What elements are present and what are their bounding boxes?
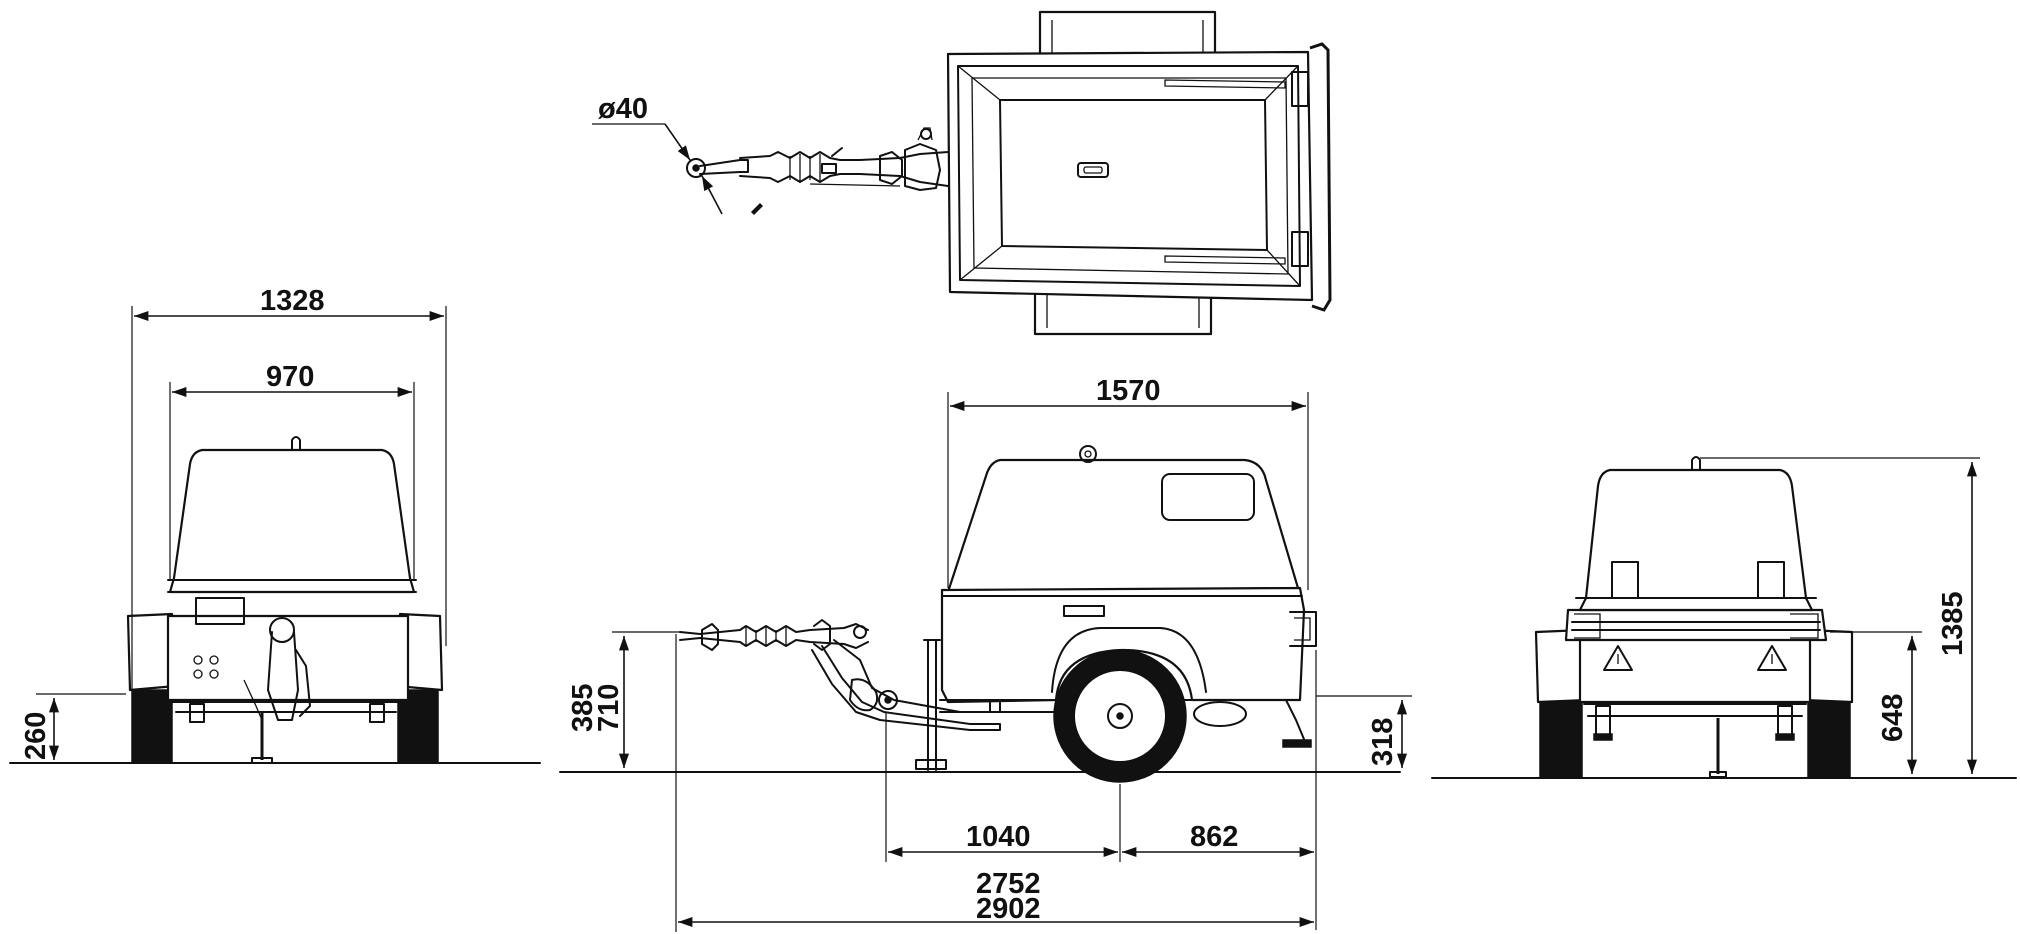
- front-wheel-right: [397, 689, 439, 764]
- label-rear-lamp-height: 648: [1877, 694, 1909, 742]
- side-view: 1570 385 710 318 1040 862 2752 2902: [559, 375, 1412, 932]
- front-view: 1328 970 260: [9, 285, 541, 764]
- label-side-axle-to-rear: 862: [1190, 821, 1238, 853]
- label-side-length-long: 2902: [976, 893, 1041, 925]
- label-side-length-short: 2752: [976, 868, 1041, 900]
- label-rear-overall-height: 1385: [1937, 591, 1969, 656]
- top-wheel-lower: [1033, 290, 1213, 336]
- top-drawbar: [699, 159, 749, 175]
- label-side-jack-to-axle: 1040: [966, 821, 1031, 853]
- front-wheel-left: [131, 689, 173, 764]
- label-side-axle-height: 318: [1367, 718, 1399, 766]
- label-front-overall-width: 1328: [260, 285, 325, 317]
- top-body-outline: [946, 50, 1314, 302]
- side-canopy: [946, 458, 1300, 594]
- label-front-body-width: 970: [266, 361, 314, 393]
- label-side-drawbar-height-high: 710: [593, 684, 625, 732]
- rear-wheel-right: [1807, 697, 1851, 779]
- rear-view: 1385 648: [1431, 456, 2017, 779]
- top-rear-bumper: [1309, 42, 1332, 312]
- top-wheel-upper: [1038, 10, 1217, 56]
- label-front-ground-clearance: 260: [20, 712, 52, 760]
- label-tow-eye-diameter: ø40: [598, 93, 648, 125]
- tow-eye: [686, 158, 706, 178]
- rear-canopy: [1578, 468, 1814, 612]
- front-canopy: [168, 448, 416, 594]
- label-side-body-length: 1570: [1096, 375, 1161, 407]
- rear-wheel-left: [1539, 697, 1583, 779]
- top-handle: [1077, 162, 1109, 178]
- label-side-drawbar-height-low: 385: [567, 684, 599, 732]
- top-view: ø40: [592, 10, 1332, 336]
